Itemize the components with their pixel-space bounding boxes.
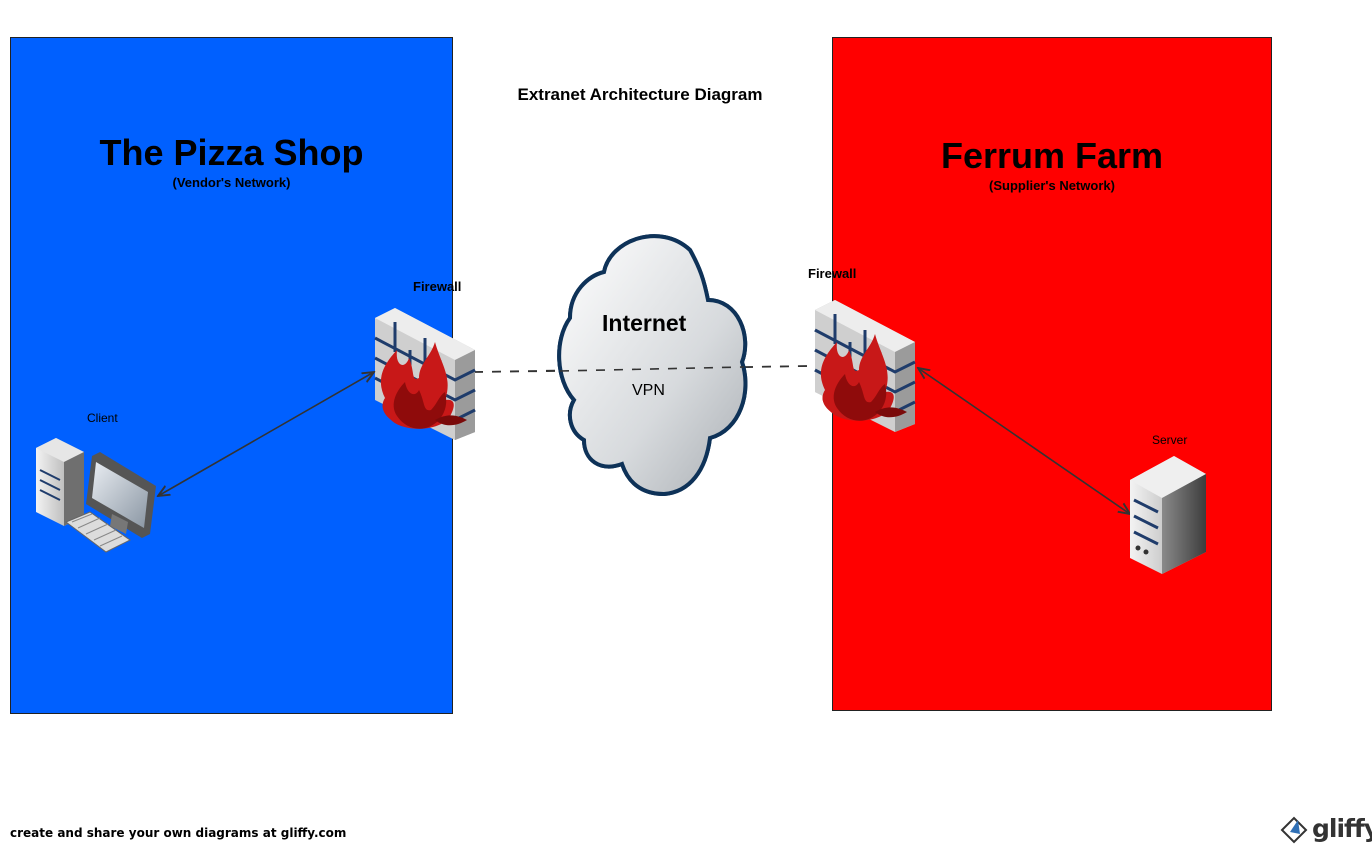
internet-label: Internet bbox=[602, 310, 687, 336]
gliffy-logo-icon bbox=[1280, 816, 1308, 844]
client-link-front bbox=[158, 372, 374, 496]
vpn-link-line-in-cloud bbox=[559, 366, 745, 372]
diagram-title: Extranet Architecture Diagram bbox=[517, 85, 763, 104]
firewall-icon-left-front bbox=[373, 306, 477, 442]
gliffy-brand-text: gliffy bbox=[1312, 814, 1372, 843]
server-label: Server bbox=[1152, 433, 1188, 447]
server-link-front bbox=[918, 368, 1130, 514]
server-icon-front bbox=[1130, 456, 1206, 574]
footer-text: create and share your own diagrams at gl… bbox=[10, 826, 347, 840]
supplier-network-title: Ferrum Farm bbox=[940, 135, 1164, 176]
workstation-icon-front bbox=[36, 438, 156, 553]
vendor-network-title: The Pizza Shop bbox=[99, 132, 364, 173]
vpn-link-line-front-right bbox=[743, 365, 811, 368]
left-firewall-label: Firewall bbox=[413, 279, 462, 294]
right-firewall-label: Firewall bbox=[808, 266, 857, 281]
cloud-icon-front bbox=[557, 234, 748, 497]
supplier-network-subtitle: (Supplier's Network) bbox=[989, 178, 1115, 193]
firewall-icon-right-front bbox=[813, 298, 917, 434]
vpn-label: VPN bbox=[632, 382, 665, 399]
vendor-network-subtitle: (Vendor's Network) bbox=[172, 175, 291, 190]
vpn-link-line-front bbox=[473, 370, 561, 373]
client-label: Client bbox=[87, 411, 118, 425]
